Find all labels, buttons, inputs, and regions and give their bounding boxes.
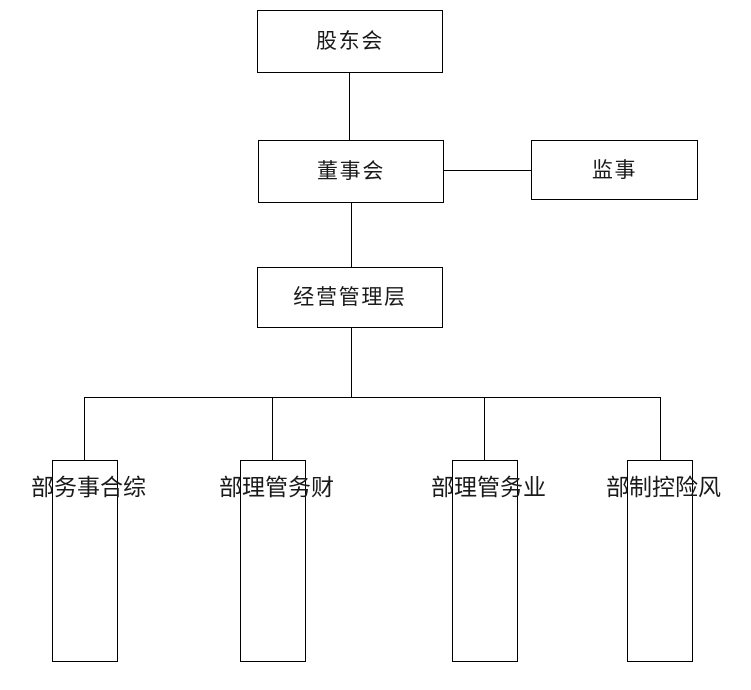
node-risk-control-label: 风 险 控 制 部: [601, 475, 720, 505]
connector-drop-risk-control: [660, 397, 662, 460]
node-board-label: 董事会: [316, 159, 386, 184]
node-business[interactable]: 业 务 管 理 部: [427, 460, 545, 662]
connector-board-to-management: [351, 203, 353, 267]
connector-department-bus: [84, 397, 661, 399]
node-supervisor[interactable]: 监事: [531, 140, 698, 200]
node-risk-control[interactable]: 风 险 控 制 部: [602, 460, 720, 662]
node-management-label: 经营管理层: [293, 285, 407, 310]
connector-drop-finance: [272, 397, 274, 460]
node-general-affairs[interactable]: 综 合 事 务 部: [27, 460, 145, 662]
node-business-label: 业 务 管 理 部: [426, 475, 545, 505]
node-finance[interactable]: 财 务 管 理 部: [215, 460, 333, 662]
node-management[interactable]: 经营管理层: [257, 267, 443, 328]
node-shareholders[interactable]: 股东会: [257, 10, 443, 73]
node-supervisor-label: 监事: [591, 157, 638, 182]
connector-shareholders-to-board: [349, 73, 351, 140]
connector-board-to-supervisor: [444, 170, 532, 172]
node-board[interactable]: 董事会: [258, 140, 444, 203]
node-finance-label: 财 务 管 理 部: [214, 475, 333, 505]
connector-drop-business: [484, 397, 486, 460]
node-general-affairs-label: 综 合 事 务 部: [26, 475, 145, 505]
connector-drop-general-affairs: [84, 397, 86, 460]
node-shareholders-label: 股东会: [315, 29, 385, 54]
connector-management-stem: [351, 328, 353, 398]
